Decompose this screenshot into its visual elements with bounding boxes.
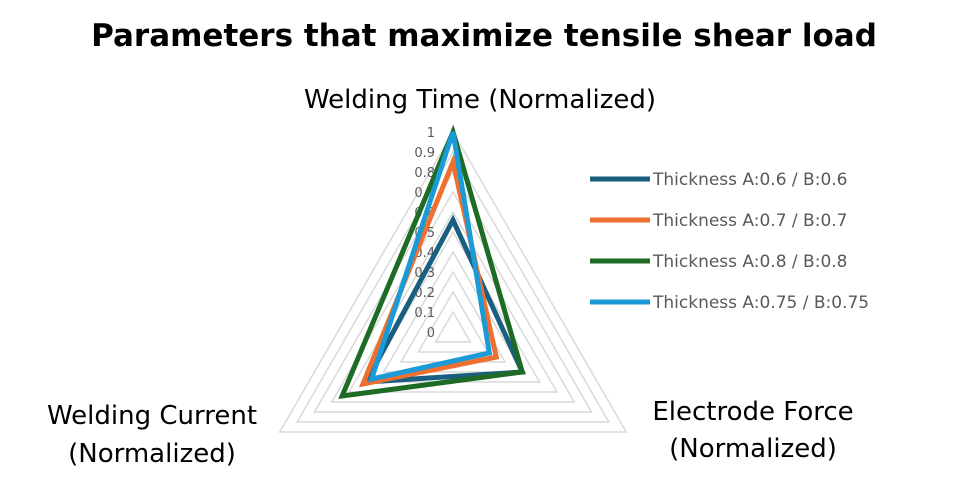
series-line xyxy=(362,214,527,385)
tick-label: 0.1 xyxy=(414,306,435,321)
chart-title: Parameters that maximize tensile shear l… xyxy=(91,18,877,54)
axis-label: Welding Current xyxy=(47,401,257,431)
legend-label: Thickness A:0.75 / B:0.75 xyxy=(652,293,869,313)
legend-label: Thickness A:0.7 / B:0.7 xyxy=(652,211,847,231)
series-line xyxy=(338,124,526,400)
tick-label: 0.2 xyxy=(414,286,435,301)
legend-label: Thickness A:0.8 / B:0.8 xyxy=(652,252,847,272)
axis-label: (Normalized) xyxy=(669,434,837,464)
tick-label: 0 xyxy=(427,326,435,341)
tick-label: 1 xyxy=(427,126,435,141)
axis-label: Welding Time (Normalized) xyxy=(304,85,656,115)
axis-label: Electrode Force xyxy=(652,397,853,427)
legend-label: Thickness A:0.6 / B:0.6 xyxy=(652,170,847,190)
grid-ring xyxy=(295,150,611,423)
grid-ring xyxy=(278,130,628,433)
grid-ring xyxy=(417,290,489,353)
grid-ring xyxy=(330,190,576,403)
grid-ring xyxy=(347,210,559,393)
grid-ring xyxy=(434,310,472,343)
tick-label: 0.9 xyxy=(414,146,435,161)
tick-label: 0.8 xyxy=(414,166,435,181)
series-line xyxy=(367,131,493,383)
axis-label: (Normalized) xyxy=(68,439,236,469)
